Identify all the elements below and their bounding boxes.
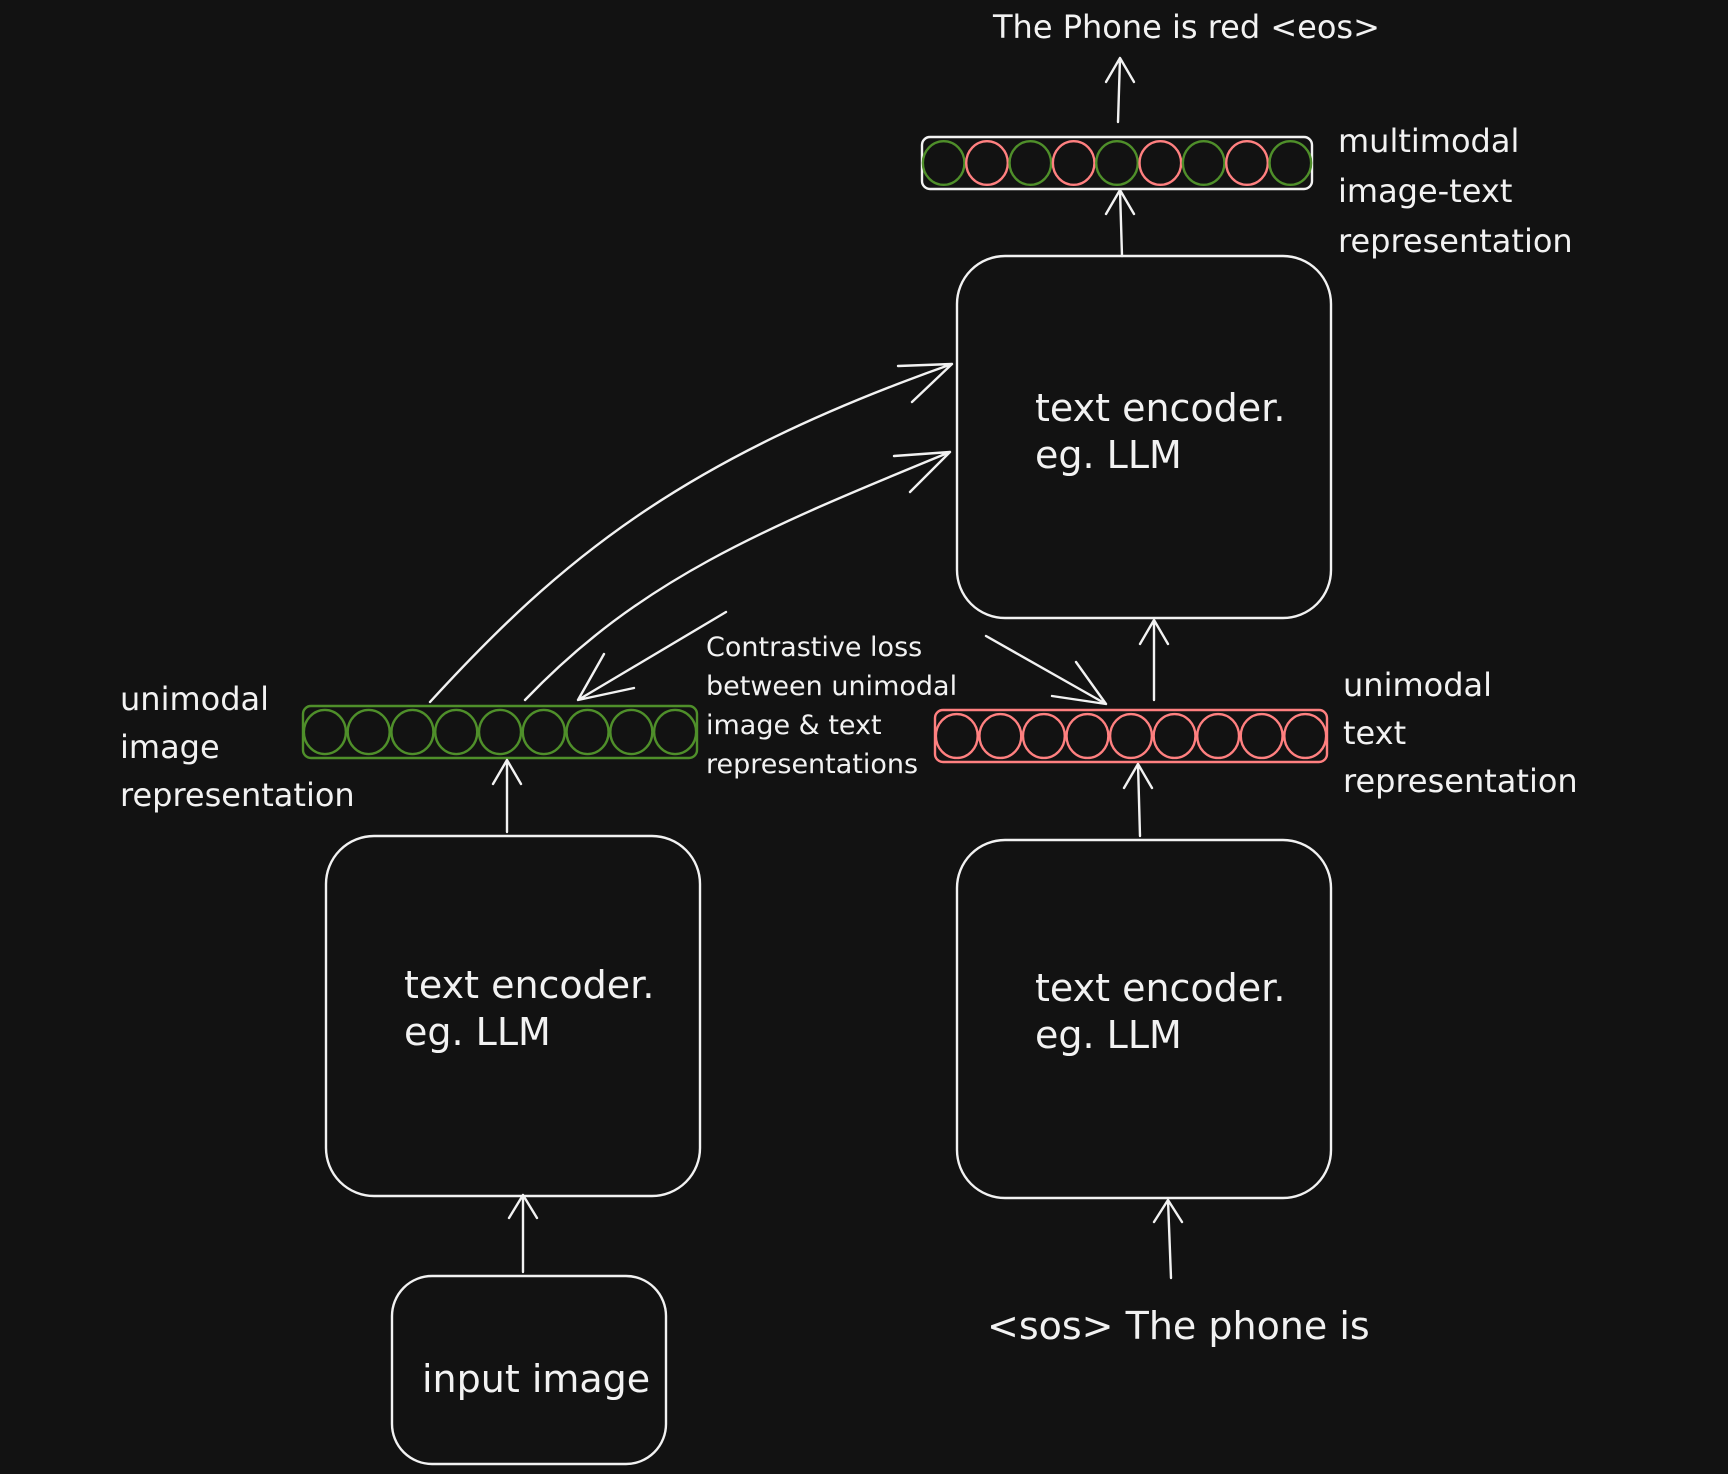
input-prompt-text: <sos> The phone is — [987, 1304, 1370, 1348]
token-circle — [965, 139, 1010, 187]
multimodal-vector — [920, 135, 1314, 191]
unimodal-image-label-line: representation — [120, 776, 355, 814]
input-image-label: input image — [422, 1357, 650, 1401]
token-circle — [302, 708, 348, 756]
unimodal-text-label-line: text — [1343, 714, 1406, 752]
contrastive-label-line: image & text — [706, 710, 882, 741]
arrow-contrastive-to-image-vector — [576, 610, 728, 702]
unimodal-image-vector-frame — [301, 704, 699, 760]
contrastive-label-line: Contrastive loss — [706, 632, 922, 663]
contrastive-loss-label: Contrastive loss between unimodal image … — [706, 632, 966, 780]
multimodal-vector-frame — [920, 135, 1314, 191]
output-text: The Phone is red <eos> — [992, 8, 1380, 46]
token-circle — [652, 708, 698, 756]
token-circle — [1065, 712, 1110, 760]
arrow-prompt-to-text-encoder — [1152, 1198, 1184, 1280]
token-circle — [1008, 139, 1053, 187]
encoder-label-line: text encoder. — [1035, 966, 1285, 1010]
arrow-contrastive-to-text-vector — [984, 634, 1108, 706]
contrastive-label-line: between unimodal — [706, 671, 957, 702]
text-encoder-box — [955, 838, 1333, 1200]
image-encoder-box — [324, 834, 702, 1198]
multimodal-vector-tokens — [921, 139, 1313, 187]
contrastive-label-line: representations — [706, 749, 918, 780]
unimodal-image-label-line: image — [120, 728, 220, 766]
multimodal-encoder-label: text encoder. eg. LLM — [1035, 386, 1298, 477]
unimodal-text-vector-tokens — [934, 712, 1328, 760]
unimodal-text-vector-frame — [933, 708, 1329, 764]
image-encoder-label: text encoder. eg. LLM — [404, 963, 667, 1054]
token-circle — [1051, 139, 1096, 187]
unimodal-image-vector-tokens — [302, 708, 698, 756]
input-image-box — [390, 1274, 668, 1466]
token-circle — [934, 712, 979, 760]
arrow-image-to-multimodal-lower — [523, 450, 952, 702]
token-circle — [434, 708, 479, 756]
arrow-text-vector-to-multimodal — [1138, 618, 1170, 702]
token-circle — [1152, 712, 1197, 760]
arrow-image-to-multimodal-upper — [428, 362, 954, 704]
token-circle — [1021, 712, 1066, 760]
token-circle — [477, 708, 523, 756]
token-circle — [1268, 139, 1313, 187]
arrow-image-encoder-to-vector — [491, 758, 523, 834]
token-circle — [921, 139, 966, 187]
encoder-label-line: eg. LLM — [404, 1010, 551, 1054]
arrow-text-encoder-to-vector — [1122, 762, 1154, 838]
token-circle — [1224, 139, 1269, 187]
arrow-multimodal-to-vector — [1104, 188, 1136, 258]
token-circle — [978, 712, 1023, 760]
encoder-label-line: text encoder. — [1035, 386, 1285, 430]
multimodal-encoder-box — [955, 254, 1333, 620]
token-circle — [1181, 139, 1226, 187]
token-circle — [565, 708, 610, 756]
unimodal-text-vector — [933, 708, 1329, 764]
multimodal-label-line: image-text — [1338, 172, 1512, 210]
token-circle — [390, 708, 435, 756]
token-circle — [1239, 712, 1284, 760]
encoder-label-line: eg. LLM — [1035, 433, 1182, 477]
unimodal-text-label-line: representation — [1343, 762, 1578, 800]
token-circle — [1094, 139, 1139, 187]
token-circle — [1283, 712, 1328, 760]
unimodal-text-label: unimodal text representation — [1343, 666, 1578, 800]
multimodal-label-line: multimodal — [1338, 122, 1519, 160]
unimodal-image-label-line: unimodal — [120, 680, 269, 718]
encoder-label-line: eg. LLM — [1035, 1013, 1182, 1057]
arrows — [428, 56, 1184, 1280]
token-circle — [1138, 139, 1183, 187]
unimodal-image-label: unimodal image representation — [120, 680, 355, 814]
token-circle — [1196, 712, 1241, 760]
unimodal-image-vector — [301, 704, 699, 760]
multimodal-label: multimodal image-text representation — [1338, 122, 1573, 260]
token-circle — [609, 708, 654, 756]
token-circle — [346, 708, 391, 756]
encoder-label-line: text encoder. — [404, 963, 654, 1007]
text-encoder-label: text encoder. eg. LLM — [1035, 966, 1298, 1057]
token-circle — [1108, 712, 1154, 760]
arrow-vector-to-output — [1104, 56, 1136, 124]
multimodal-label-line: representation — [1338, 222, 1573, 260]
unimodal-text-label-line: unimodal — [1343, 666, 1492, 704]
token-circle — [521, 708, 566, 756]
arrow-input-to-image-encoder — [507, 1193, 539, 1274]
